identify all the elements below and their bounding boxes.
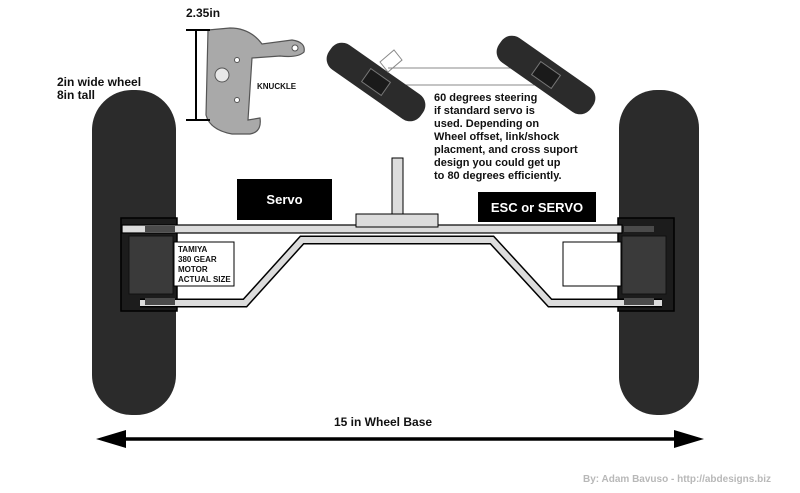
wheel-base-arrow [96, 430, 704, 448]
chassis [121, 157, 662, 308]
steering-note: 60 degrees steering if standard servo is… [434, 92, 578, 183]
steering-note-line-1: 60 degrees steering [434, 92, 538, 104]
motor-label: TAMIYA 380 GEAR MOTOR ACTUAL SIZE [178, 245, 231, 285]
esc-label-box: ESC or SERVO [478, 192, 596, 222]
wheel-base-label: 15 in Wheel Base [334, 415, 433, 429]
center-mount [355, 213, 439, 228]
right-upper-link [624, 226, 654, 232]
knuckle-label: KNUCKLE [257, 82, 297, 91]
left-lower-link [145, 298, 175, 305]
knuckle-hole [214, 67, 230, 83]
steering-note-line-6: design you could get up [434, 157, 561, 169]
steering-note-line-4: Wheel offset, link/shock [434, 131, 560, 143]
steering-note-line-2: if standard servo is [434, 105, 535, 117]
right-wheel [617, 90, 699, 415]
lower-frame [140, 237, 662, 306]
left-wheel [92, 90, 178, 415]
knuckle-small-hole-2 [234, 97, 240, 103]
steering-note-line-7: to 80 degrees efficiently. [434, 170, 562, 182]
motor-label-line-4: ACTUAL SIZE [178, 275, 231, 284]
steering-link-left [379, 49, 403, 73]
steering-note-line-5: placment, and cross suport [434, 144, 578, 156]
knuckle-part [186, 27, 305, 135]
knuckle-body [205, 27, 305, 135]
steering-note-line-3: used. Depending on [434, 118, 540, 130]
servo-label-box: Servo [237, 179, 332, 220]
steer-wheel-left [326, 42, 426, 122]
wheel-size-line-2: 8in tall [57, 88, 96, 102]
right-hub-block [621, 235, 667, 295]
steer-wheel-right [496, 35, 596, 115]
left-upper-link [145, 226, 175, 232]
knuckle-small-hole-1 [234, 57, 240, 63]
motor-label-line-3: MOTOR [178, 265, 208, 274]
motor-label-line-2: 380 GEAR [178, 255, 217, 264]
motor-label-line-1: TAMIYA [178, 245, 208, 254]
left-hub-block [128, 235, 174, 295]
wheel-size-line-1: 2in wide wheel [57, 75, 142, 89]
right-motor-box [562, 241, 622, 287]
right-lower-link [624, 298, 654, 305]
motor-box [173, 241, 235, 287]
center-post [391, 157, 404, 223]
credit-text: By: Adam Bavuso - http://abdesigns.biz [583, 474, 771, 485]
knuckle-arm-hole [291, 44, 299, 52]
wheel-size-label: 2in wide wheel 8in tall [57, 76, 141, 102]
knuckle-dimension-label: 2.35in [186, 6, 221, 20]
steering-illustration [326, 35, 596, 122]
